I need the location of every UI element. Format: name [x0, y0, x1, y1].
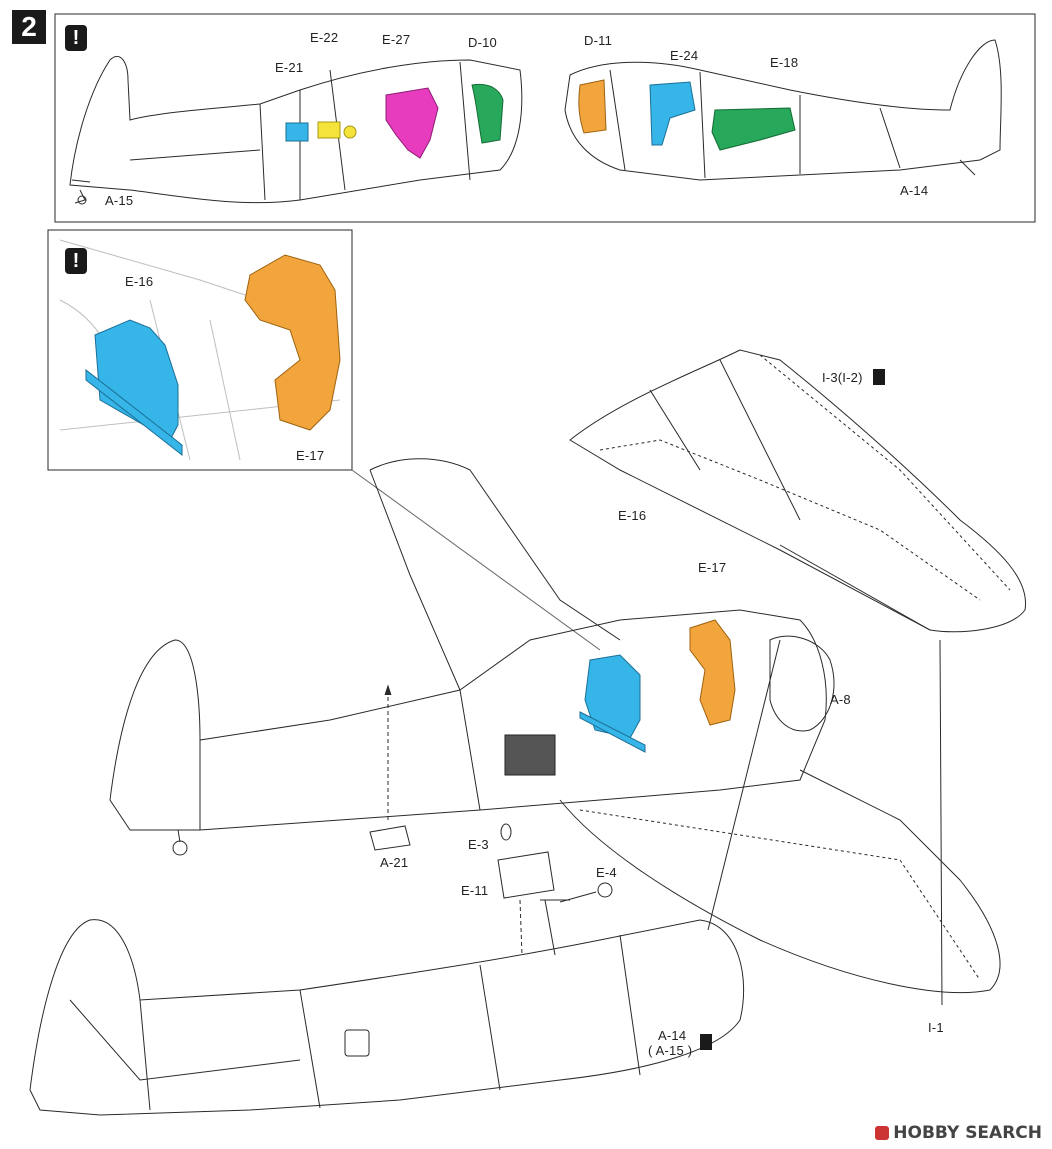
part-e24-blue — [649, 81, 696, 146]
label-e22: E-22 — [310, 30, 339, 45]
inset-colored-parts — [85, 254, 341, 457]
label-i3: I-3(I-2) — [822, 370, 863, 385]
fuselage-half-a14 — [564, 39, 1002, 181]
watermark-text: HOBBY SEARCH — [893, 1123, 1042, 1143]
label-e4: E-4 — [596, 865, 617, 880]
main-part-e16 — [584, 654, 641, 739]
label-e16: E-16 — [618, 508, 647, 523]
i1-guide-line — [939, 639, 943, 1006]
main-fuselage — [109, 458, 835, 856]
part-d10-green — [471, 83, 504, 144]
label-d10: D-10 — [468, 35, 497, 50]
part-e3-shape — [500, 823, 512, 841]
attention-icon: ! — [65, 248, 87, 274]
fuselage-bottom — [29, 899, 745, 1116]
label-e11: E-11 — [461, 883, 489, 898]
hobbysearch-logo-icon — [875, 1126, 890, 1140]
wing-i1 — [559, 769, 1001, 994]
part-e18-green — [711, 107, 796, 151]
label-a21: A-21 — [380, 855, 409, 870]
part-d11-orange — [578, 79, 607, 134]
colored-parts-top — [285, 79, 796, 159]
part-a21-shape — [369, 825, 411, 851]
label-a14: A-14 — [900, 183, 929, 198]
inset-part-e16 — [94, 319, 179, 441]
top-panel-frame — [54, 13, 1036, 223]
label-a14-bottom: A-14 — [658, 1028, 687, 1043]
main-colored-parts — [579, 619, 736, 753]
inset-part-e17 — [244, 254, 341, 431]
part-e21-blue — [285, 122, 309, 142]
a8-guide-line — [707, 639, 781, 931]
watermark: HOBBY SEARCH — [875, 1123, 1042, 1143]
label-e17: E-17 — [698, 560, 727, 575]
label-a8: A-8 — [830, 692, 851, 707]
attention-icon: ! — [65, 25, 87, 51]
part-e27-magenta — [385, 87, 439, 159]
label-e27: E-27 — [382, 32, 411, 47]
label-inset-e17: E-17 — [296, 448, 325, 463]
label-a15: A-15 — [105, 193, 134, 208]
label-e3: E-3 — [468, 837, 489, 852]
inset-frame — [47, 229, 353, 471]
label-e21: E-21 — [275, 60, 304, 75]
label-i1: I-1 — [928, 1020, 944, 1035]
part-e11-shape — [497, 851, 555, 899]
wing-i3 — [569, 349, 1027, 633]
part-e22-yellow — [317, 121, 341, 139]
part-e4-shape — [597, 882, 613, 898]
label-e24: E-24 — [670, 48, 699, 63]
cockpit-floor — [504, 734, 556, 776]
part-ref-icon-i3 — [873, 369, 885, 385]
step-number: 2 — [12, 10, 46, 44]
label-d11: D-11 — [584, 33, 613, 48]
label-a15-bottom: ( A-15 ) — [648, 1043, 693, 1058]
label-e18: E-18 — [770, 55, 799, 70]
main-part-e17 — [689, 619, 736, 726]
label-inset-e16: E-16 — [125, 274, 154, 289]
inset-leader-line — [351, 469, 601, 651]
part-ref-icon-a14 — [700, 1034, 712, 1050]
fuselage-half-a15 — [69, 55, 523, 205]
